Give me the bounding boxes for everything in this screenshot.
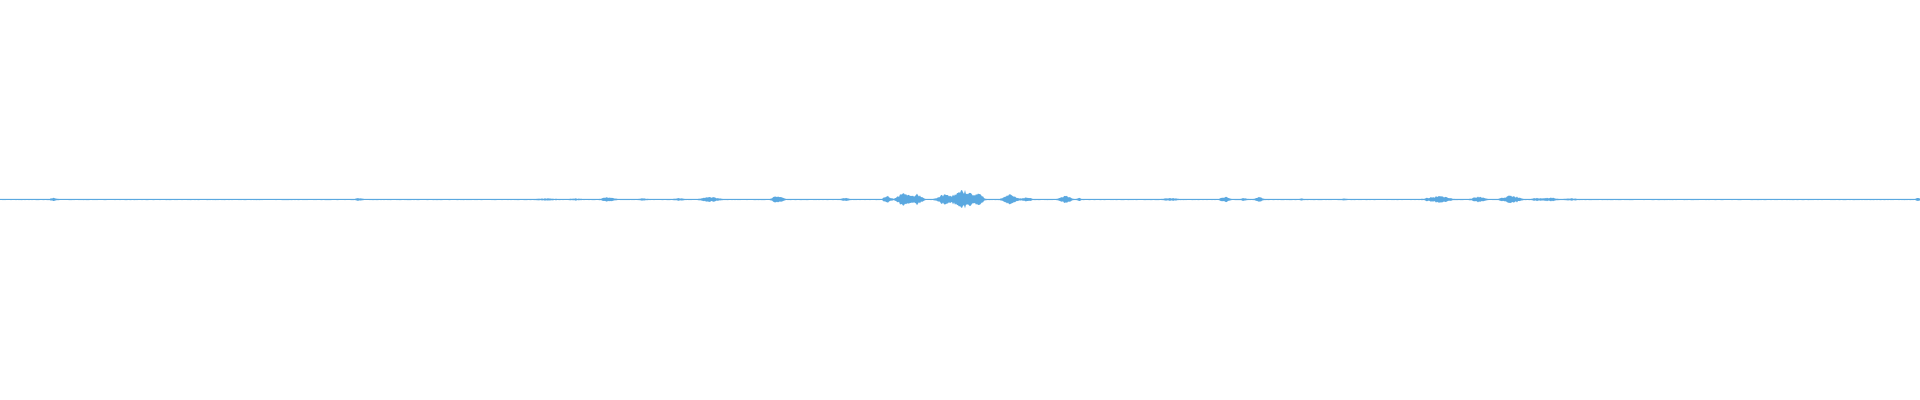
waveform-envelope bbox=[0, 189, 1920, 209]
